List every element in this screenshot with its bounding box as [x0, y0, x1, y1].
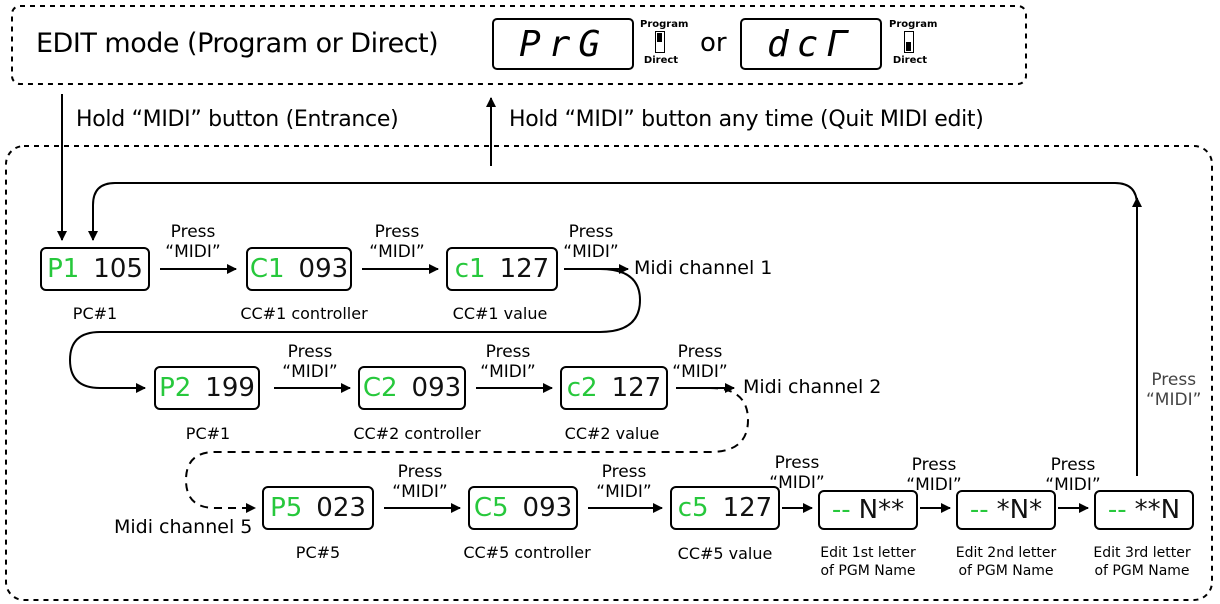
press-midi-r2-c: Press“MIDI” [672, 342, 728, 382]
display-program: PrG [492, 18, 634, 70]
lcd-code: -- [1107, 495, 1127, 525]
lcd-code: -- [831, 495, 851, 525]
lcd-code: P2 [159, 373, 192, 403]
caption-row2-cc-controller: CC#2 controller [353, 424, 481, 443]
press-midi-r3-c: Press“MIDI” [769, 453, 825, 493]
return-loop [88, 182, 1138, 476]
lcd-row1-pc: P1 105 [40, 247, 150, 291]
lcd-code: C5 [473, 493, 509, 523]
midi-edit-frame [5, 145, 1213, 601]
lcd-row1-cc-controller: C1 093 [246, 247, 352, 291]
press-midi-r3-e: Press“MIDI” [1045, 455, 1101, 495]
lcd-code: P5 [270, 493, 303, 523]
display-direct: dcГ [740, 18, 882, 70]
press-midi-r1-b: Press“MIDI” [369, 222, 425, 262]
switch-bottom-label: Direct [643, 55, 679, 66]
or-text: or [700, 28, 727, 58]
lcd-code: C1 [249, 254, 285, 284]
lcd-code: -- [969, 495, 989, 525]
curve-r1-r2 [68, 268, 642, 393]
caption-row2-pc: PC#1 [185, 424, 231, 443]
lcd-row2-cc-controller: C2 093 [358, 366, 466, 410]
switch-top-label: Program [640, 19, 689, 30]
lcd-row2-cc-value: c2 127 [560, 366, 668, 410]
caption-row1-cc-controller: CC#1 controller [240, 304, 368, 323]
lcd-row3-pc: P5 023 [262, 486, 374, 530]
caption-row1-cc-value: CC#1 value [452, 304, 548, 323]
press-midi-return: Press“MIDI” [1146, 370, 1202, 410]
caption-row3-cc-value: CC#5 value [677, 544, 773, 563]
midi-channel-5-label: Midi channel 5 [114, 516, 253, 538]
press-midi-r2-b: Press“MIDI” [480, 342, 536, 382]
press-midi-r1-c: Press“MIDI” [563, 222, 619, 262]
lcd-row3-cc-controller: C5 093 [468, 486, 578, 530]
entrance-note: Hold “MIDI” button (Entrance) [76, 107, 399, 132]
switch-direct-icon: Program Direct [889, 19, 938, 66]
lcd-row1-cc-value: c1 127 [446, 247, 558, 291]
lcd-name-letter-1: --N** [818, 490, 918, 530]
lcd-value: 127 [499, 254, 550, 284]
switch-top-label-2: Program [889, 19, 938, 30]
press-midi-r3-a: Press“MIDI” [392, 462, 448, 502]
lcd-value: N** [858, 495, 905, 525]
press-midi-r3-b: Press“MIDI” [596, 462, 652, 502]
lcd-value: 093 [522, 493, 573, 523]
lcd-name-letter-2: --*N* [956, 490, 1056, 530]
lcd-code: c5 [677, 493, 709, 523]
caption-row1-pc: PC#1 [72, 304, 118, 323]
lcd-value: *N* [996, 495, 1043, 525]
lcd-value: 127 [722, 493, 773, 523]
lcd-value: 199 [205, 373, 255, 403]
press-midi-r3-d: Press“MIDI” [906, 455, 962, 495]
caption-row3-cc-controller: CC#5 controller [463, 543, 591, 562]
curve-r2-r3 [184, 387, 750, 513]
lcd-code: c1 [454, 254, 486, 284]
midi-channel-1-label: Midi channel 1 [634, 257, 773, 279]
lcd-value: **N [1134, 495, 1181, 525]
edit-mode-frame [11, 5, 1027, 85]
switch-bottom-label-2: Direct [892, 55, 928, 66]
display-direct-text: dcГ [766, 23, 856, 65]
lcd-value: 023 [316, 493, 366, 523]
caption-row3-pc: PC#5 [295, 543, 341, 562]
quit-note: Hold “MIDI” button any time (Quit MIDI e… [509, 107, 984, 132]
lcd-code: c2 [566, 373, 598, 403]
display-program-text: PrG [518, 23, 608, 65]
midi-channel-2-label: Midi channel 2 [743, 376, 882, 398]
lcd-row2-pc: P2 199 [154, 366, 260, 410]
caption-row2-cc-value: CC#2 value [564, 424, 660, 443]
lcd-row3-cc-value: c5 127 [670, 486, 780, 530]
lcd-value: 093 [411, 373, 462, 403]
lcd-code: C2 [362, 373, 398, 403]
press-midi-r1-a: Press“MIDI” [165, 222, 221, 262]
edit-mode-title: EDIT mode (Program or Direct) [36, 28, 439, 59]
lcd-code: P1 [47, 254, 80, 284]
press-midi-r2-a: Press“MIDI” [282, 342, 338, 382]
lcd-value: 127 [611, 373, 662, 403]
switch-program-icon: Program Direct [640, 19, 689, 66]
lcd-value: 093 [298, 254, 349, 284]
lcd-value: 105 [93, 254, 143, 284]
lcd-name-letter-3: --**N [1094, 490, 1194, 530]
